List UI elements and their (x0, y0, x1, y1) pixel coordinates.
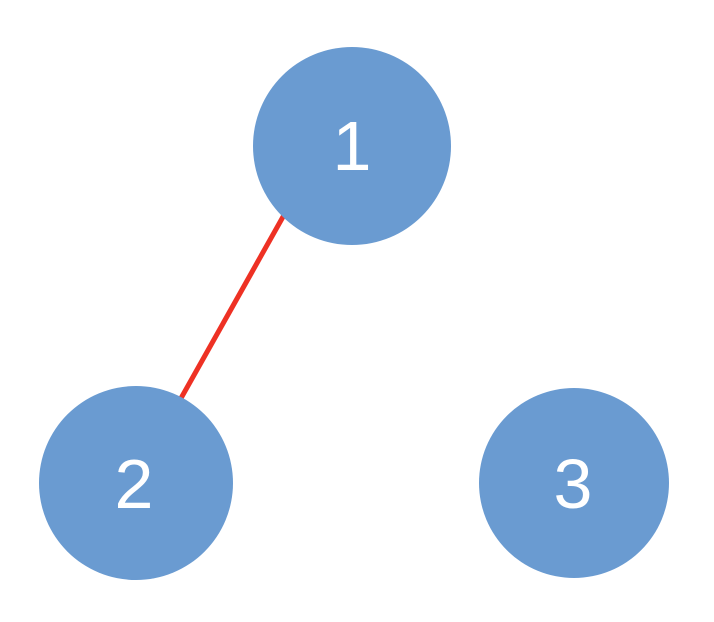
node-2-circle[interactable] (39, 386, 233, 580)
edge-1-2[interactable] (177, 213, 287, 402)
node-3[interactable]: 3 (479, 388, 669, 578)
node-1-label: 1 (333, 107, 372, 185)
node-2-label: 2 (115, 445, 154, 523)
node-2[interactable]: 2 (39, 386, 233, 580)
edge-layer (177, 213, 287, 402)
node-3-circle[interactable] (479, 388, 669, 578)
node-3-label: 3 (554, 445, 593, 523)
node-layer: 1 2 3 (39, 47, 669, 580)
node-1[interactable]: 1 (253, 47, 451, 245)
node-1-circle[interactable] (253, 47, 451, 245)
